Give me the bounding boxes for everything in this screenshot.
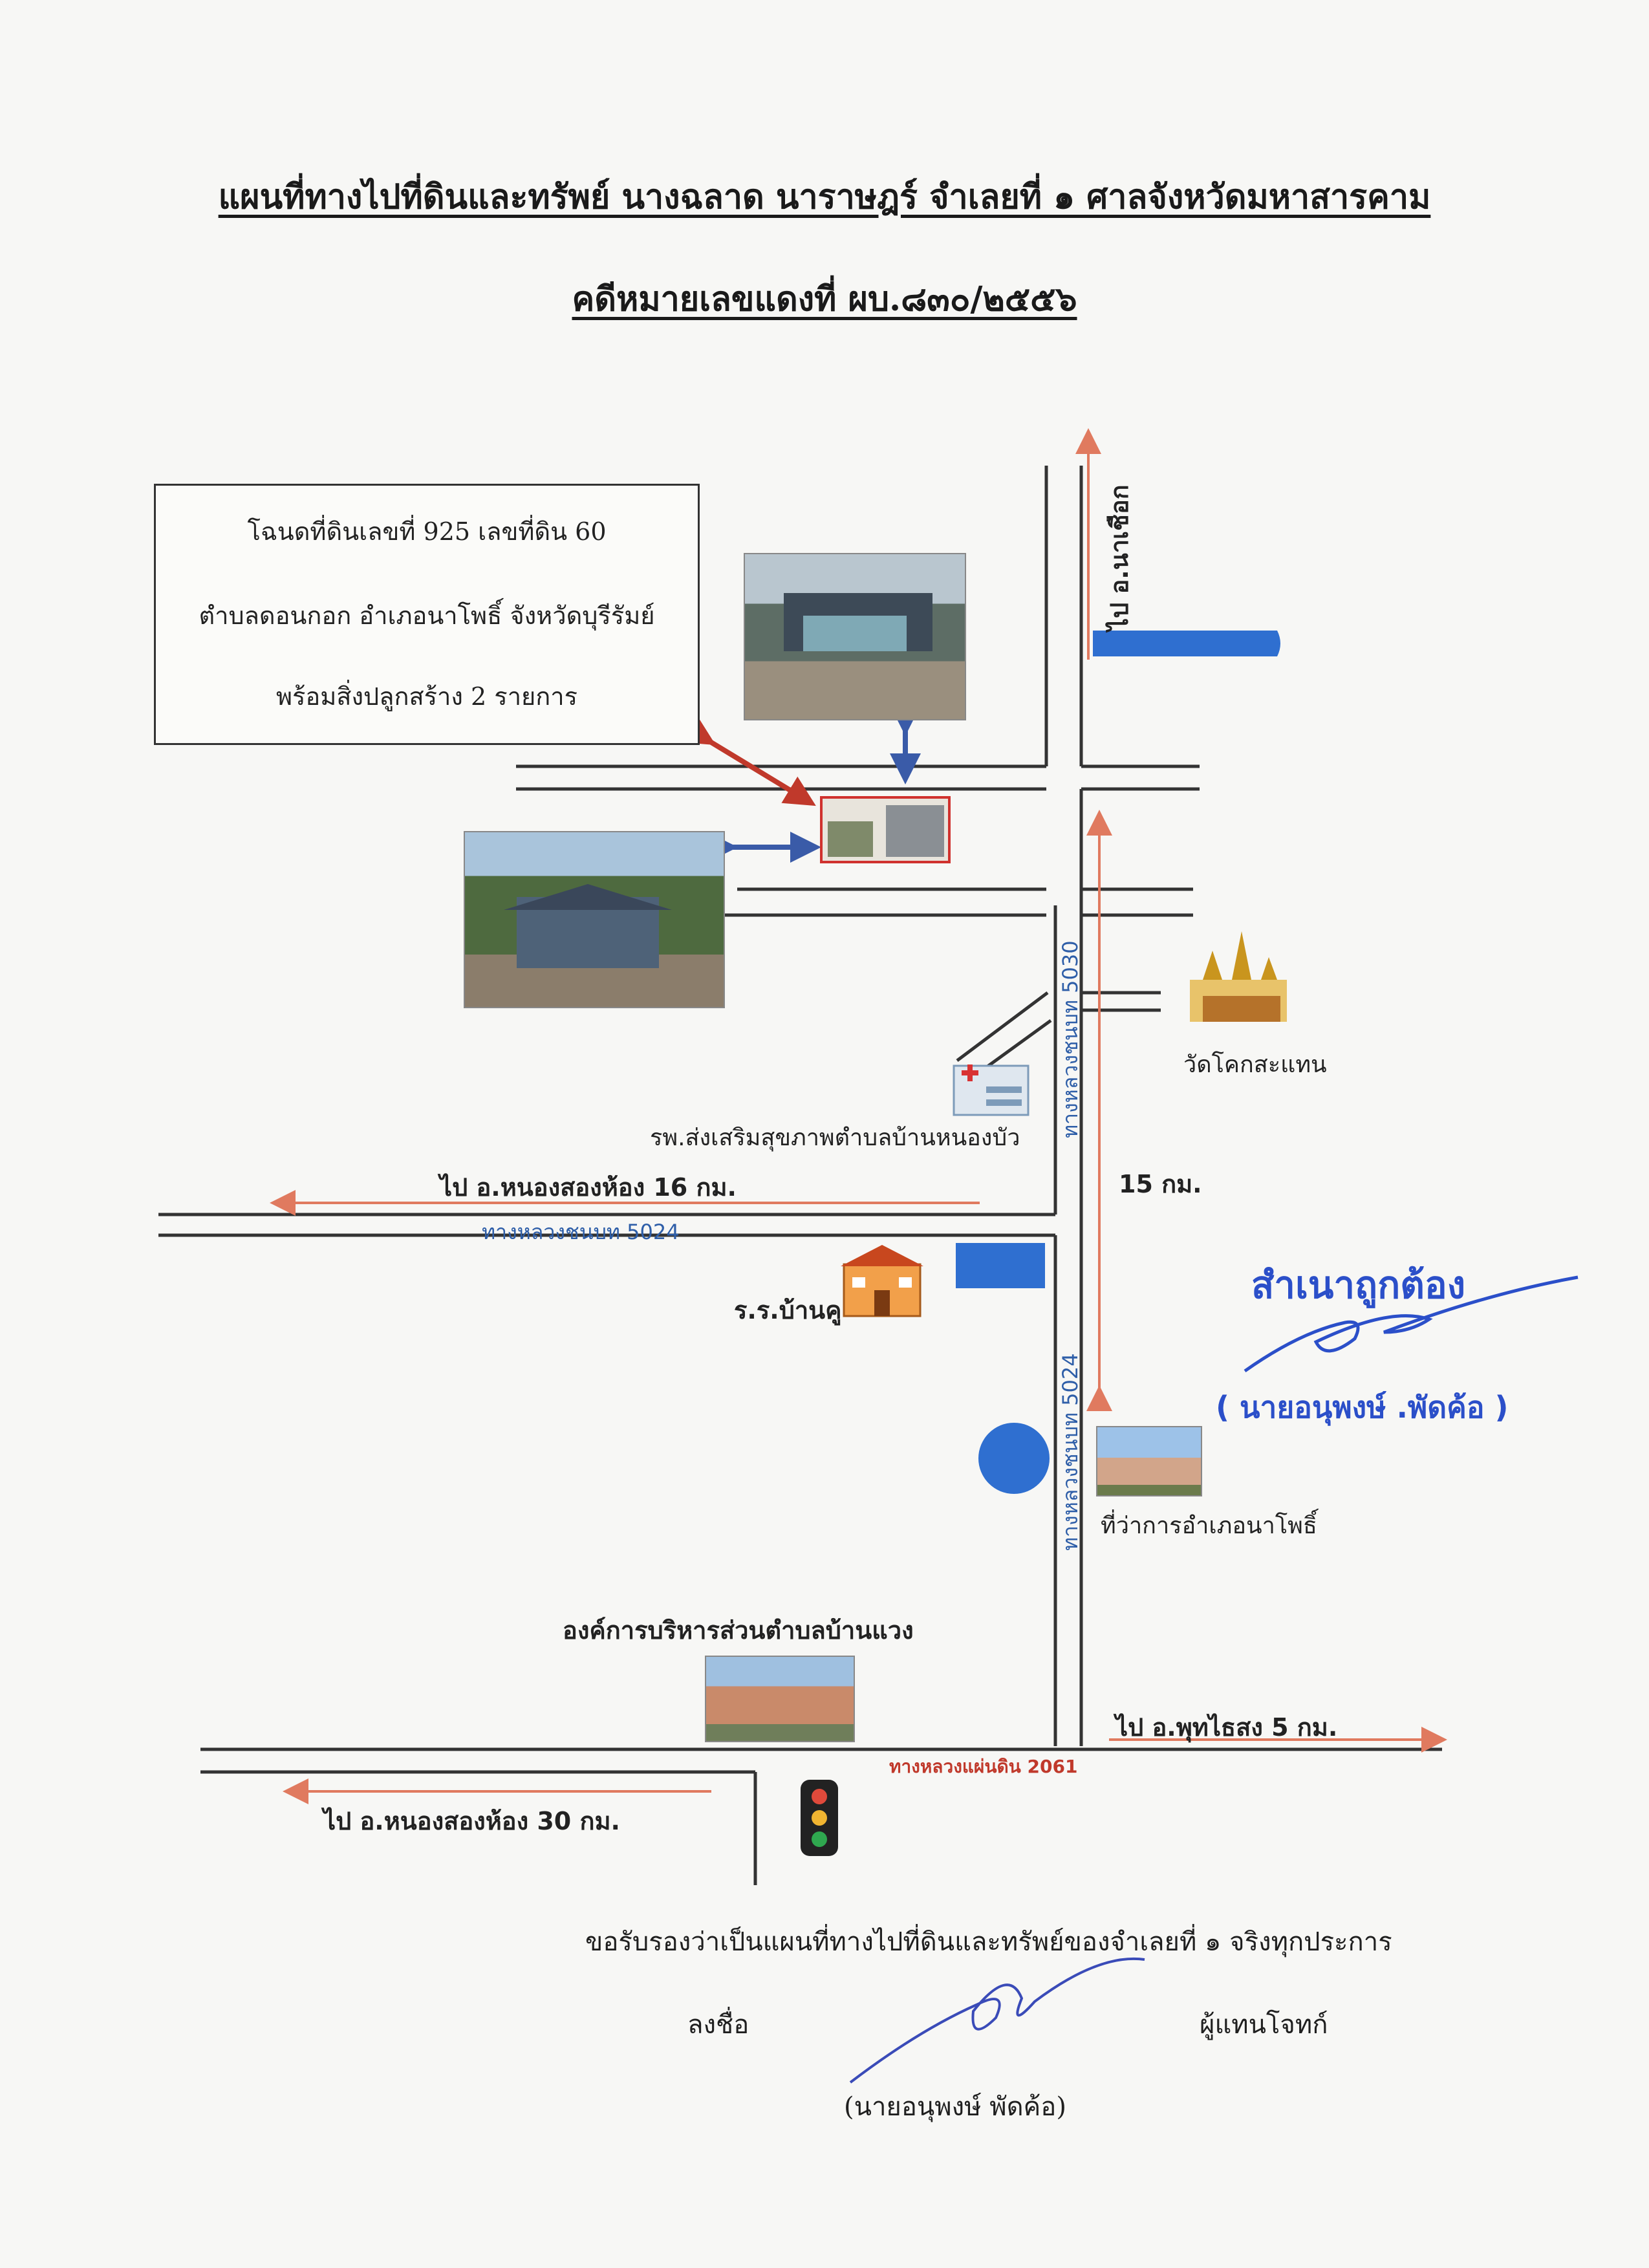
map-title: แผนที่ทางไปที่ดินและทรัพย์ นางฉลาด นาราษ… xyxy=(218,177,1431,217)
traffic-light-icon xyxy=(801,1780,838,1856)
label-health-center: รพ.ส่งเสริมสุขภาพตำบลบ้านหนองบัว xyxy=(650,1125,1020,1151)
certified-stamp-name: ( นายอนุพงษ์ .พัดค้อ ) xyxy=(1216,1390,1509,1425)
blue-circle-marker xyxy=(978,1423,1050,1494)
label-to-nong-song-hong-30: ไป อ.หนองสองห้อง 30 กม. xyxy=(323,1807,620,1835)
certification-statement: ขอรับรองว่าเป็นแผนที่ทางไปที่ดินและทรัพย… xyxy=(585,1927,1392,1957)
label-to-nong-song-hong-16: ไป อ.หนองสองห้อง 16 กม. xyxy=(440,1173,737,1202)
label-district-office: ที่ว่าการอำเภอนาโพธิ์ xyxy=(1101,1513,1317,1539)
certified-stamp-text: สำเนาถูกต้อง xyxy=(1251,1263,1466,1307)
label-road-5030: ทางหลวงชนบท 5030 xyxy=(1058,940,1083,1138)
property-thumb-right xyxy=(886,805,944,857)
blue-marker-stroke xyxy=(1093,631,1280,656)
label-distance-15: 15 กม. xyxy=(1119,1170,1202,1198)
land-info-line-1: โฉนดที่ดินเลขที่ 925 เลขที่ดิน 60 xyxy=(247,517,607,546)
pointer-arrow-infobox xyxy=(681,715,816,806)
property-photo-house-1 xyxy=(744,553,966,720)
signer-name: (นายอนุพงษ์ พัดค้อ) xyxy=(844,2092,1066,2122)
district-office-photo xyxy=(1096,1426,1202,1496)
land-info-box: โฉนดที่ดินเลขที่ 925 เลขที่ดิน 60 ตำบลดอ… xyxy=(154,484,700,745)
label-road-5024-horizontal: ทางหลวงชนบท 5024 xyxy=(482,1220,680,1244)
land-info-line-3: พร้อมสิ่งปลูกสร้าง 2 รายการ xyxy=(275,682,578,711)
role-label: ผู้แทนโจทก์ xyxy=(1200,2010,1328,2040)
school-icon xyxy=(841,1245,923,1317)
label-road-5024-vertical: ทางหลวงชนบท 5024 xyxy=(1058,1353,1083,1551)
direction-arrows xyxy=(270,428,1447,1804)
label-sao: องค์การบริหารส่วนตำบลบ้านแวง xyxy=(563,1616,914,1645)
sao-office-photo xyxy=(705,1656,855,1742)
blue-block-marker xyxy=(956,1243,1045,1288)
property-thumb-left xyxy=(828,821,873,857)
case-number: คดีหมายเลขแดงที่ ผบ.๘๓๐/๒๕๕๖ xyxy=(572,279,1077,319)
label-temple: วัดโคกสะแทน xyxy=(1183,1052,1327,1078)
property-photo-house-2 xyxy=(464,831,725,1008)
road-line xyxy=(956,991,1049,1062)
temple-icon xyxy=(1190,931,1287,1022)
label-highway-2061: ทางหลวงแผ่นดิน 2061 xyxy=(889,1756,1078,1777)
land-info-line-2: ตำบลดอนกอก อำเภอนาโพธิ์ จังหวัดบุรีรัมย์ xyxy=(199,601,655,630)
label-school: ร.ร.บ้านคู xyxy=(734,1296,842,1324)
hospital-icon xyxy=(953,1064,1029,1116)
label-to-na-chueak: ไป อ.นาเชือก xyxy=(1105,484,1134,631)
sign-label: ลงชื่อ xyxy=(687,2010,749,2040)
label-to-phutthaisong: ไป อ.พุทไธสง 5 กม. xyxy=(1116,1713,1338,1742)
